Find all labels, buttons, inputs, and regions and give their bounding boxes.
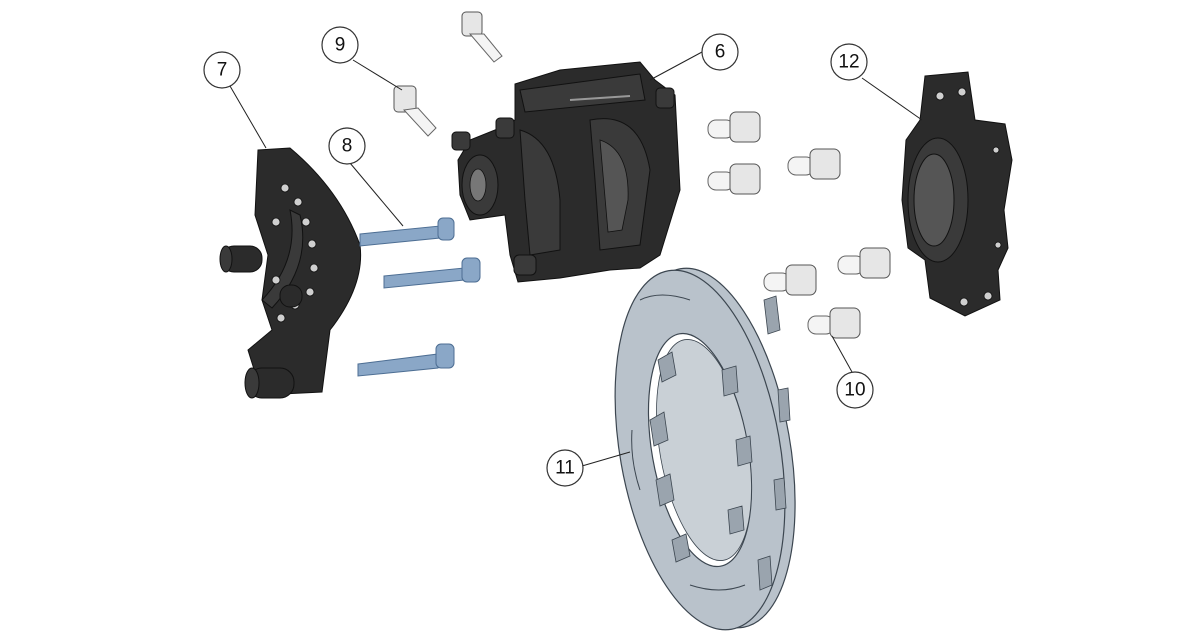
nut-bolt-5 [763,264,817,296]
callout-10-label: 10 [844,380,865,401]
part-11-brake-disc [614,267,796,631]
part-7-mounting-bracket [219,147,362,399]
leader-8 [349,162,404,227]
pin-bottom [357,343,455,377]
leader-lines [229,51,923,467]
callout-11-label: 11 [555,458,575,479]
nut-bolt-1 [707,111,761,143]
leader-12 [861,77,923,121]
leader-7 [229,85,267,149]
part-6-caliper [451,61,681,283]
callout-6-label: 6 [715,42,726,63]
callout-12: 12 [830,43,868,81]
nut-bolt-6 [807,307,861,339]
callout-12-label: 12 [838,52,859,73]
leader-6 [649,51,703,81]
callout-9-label: 9 [335,35,346,56]
part-12-hub [901,71,1013,317]
pin-middle [383,257,481,289]
nut-bolt-3 [787,148,841,180]
part-10-nut-bolt-sets [707,111,891,339]
callout-7-label: 7 [217,60,228,81]
leader-9 [352,59,403,91]
part-9-bolts [393,11,503,137]
callout-8: 8 [328,127,366,165]
pin-top [359,217,455,247]
callout-8-label: 8 [342,136,353,157]
callout-11: 11 [546,449,584,487]
part-8-pins [357,217,481,377]
bolt-9-upper [461,11,503,63]
callout-9: 9 [321,26,359,64]
nut-bolt-2 [707,163,761,195]
callout-6: 6 [701,33,739,71]
leader-11 [581,451,631,467]
leader-10 [831,335,853,373]
bolt-9-lower [393,85,437,137]
callout-7: 7 [203,51,241,89]
callout-10: 10 [836,371,874,409]
nut-bolt-4 [837,247,891,279]
